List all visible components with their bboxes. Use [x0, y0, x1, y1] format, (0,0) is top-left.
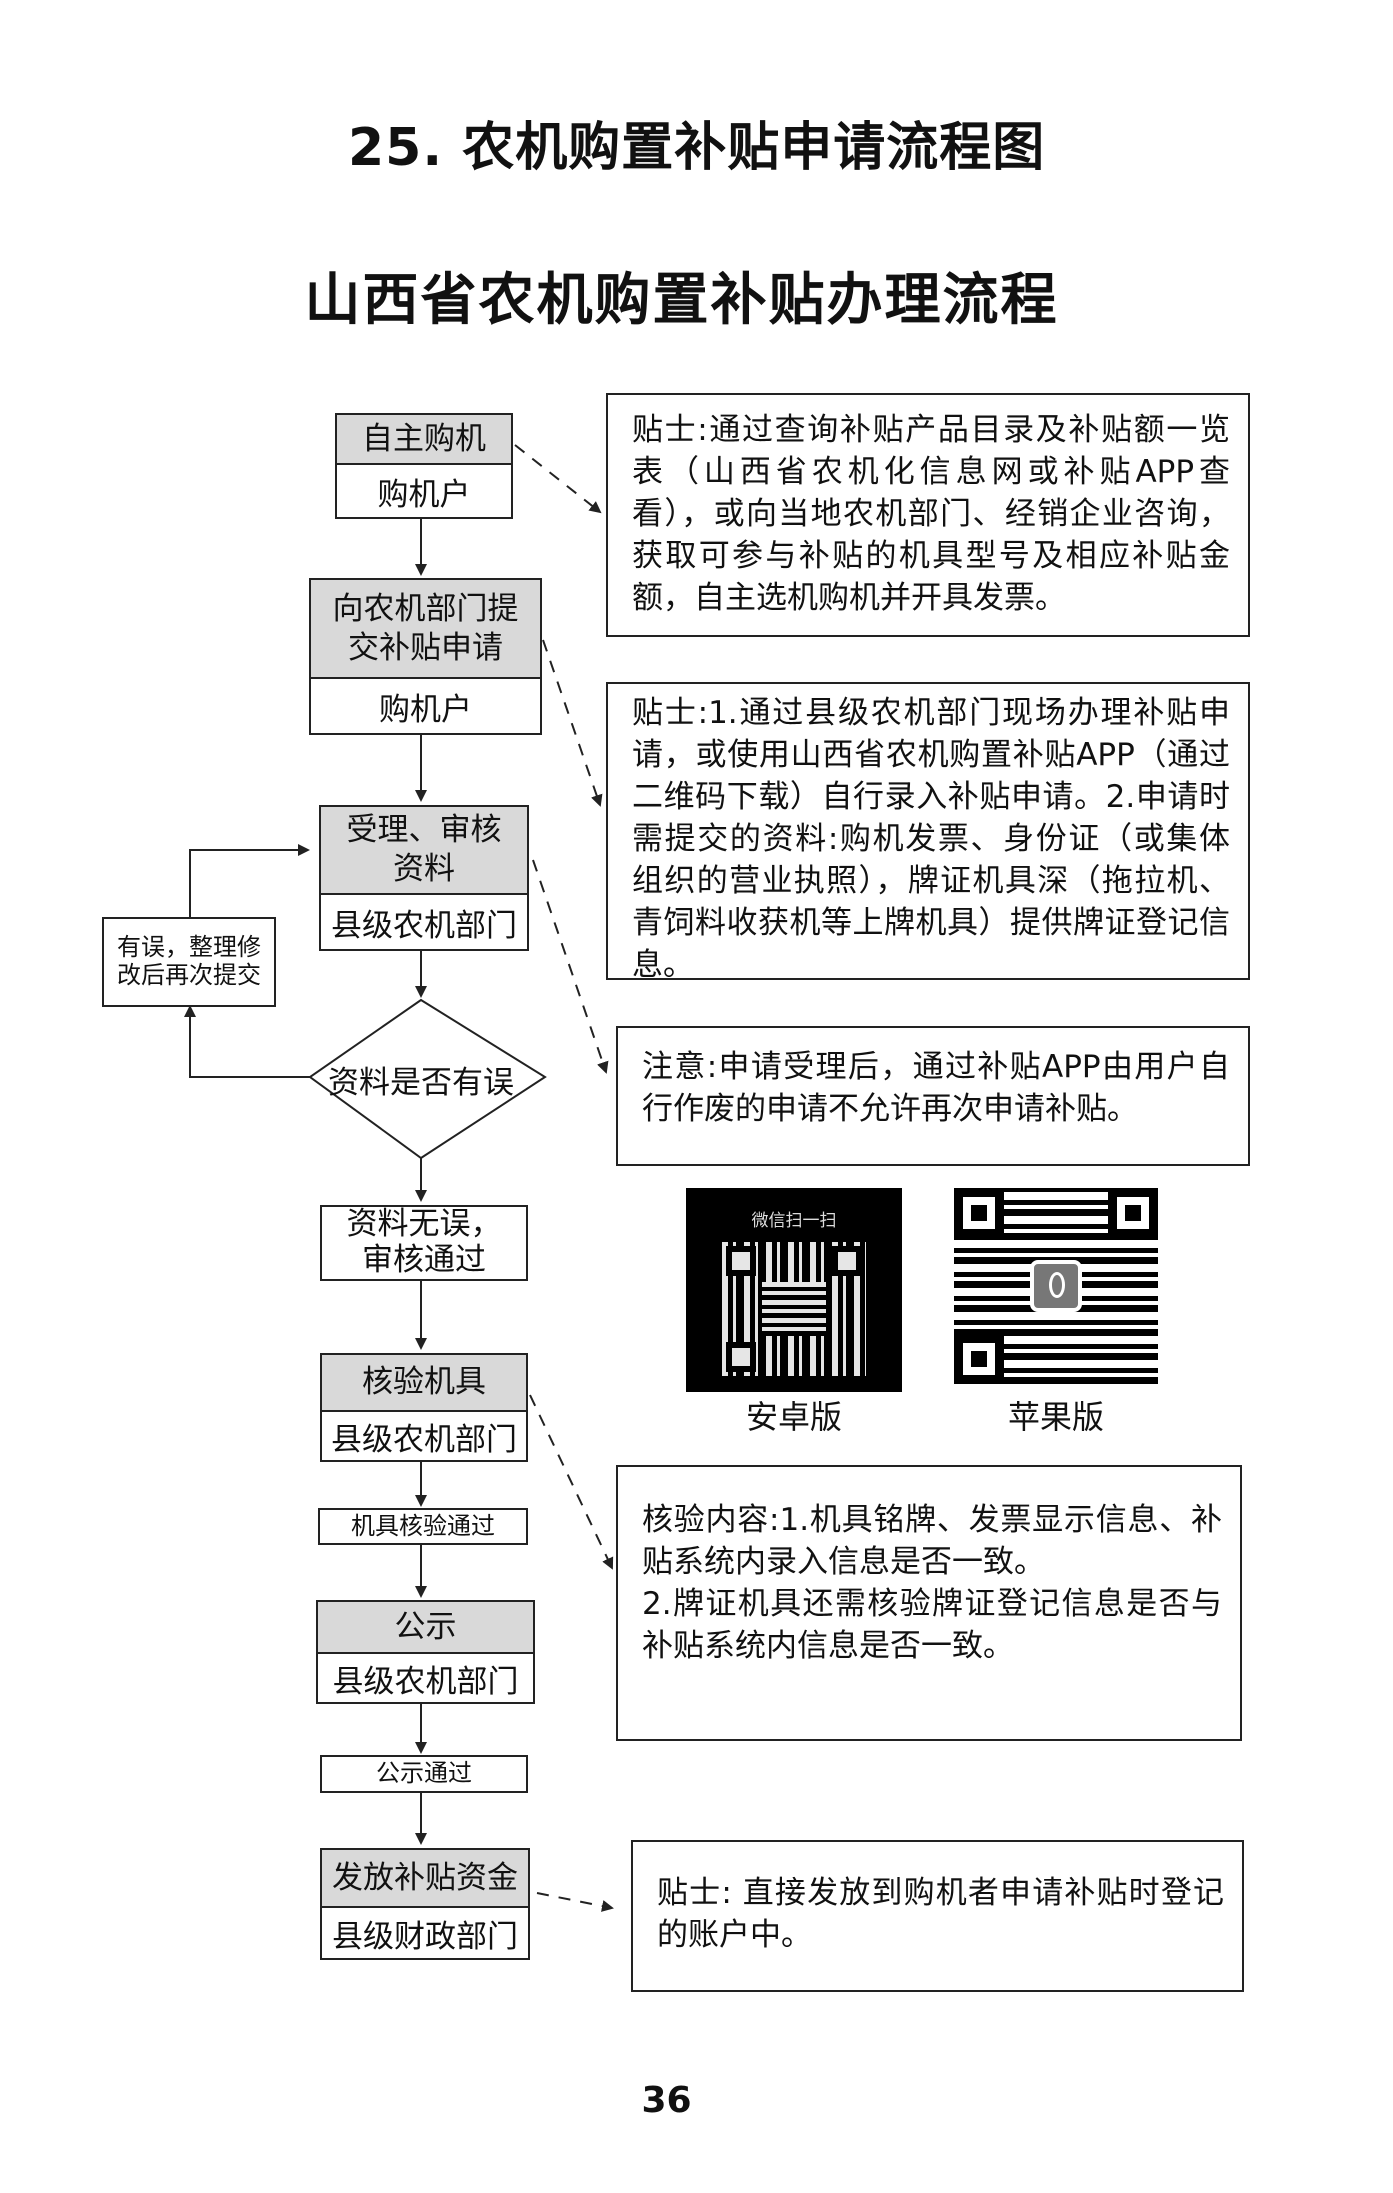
step-review-documents-label: 受理、审核资料 [321, 807, 527, 895]
step-verify-machine-label: 核验机具 [322, 1355, 526, 1412]
tip-note-5: 贴士: 直接发放到购机者申请补贴时登记的账户中。 [631, 1840, 1244, 1992]
step-public-notice: 公示 县级农机部门 [316, 1600, 535, 1704]
step-verify-machine-actor: 县级农机部门 [331, 1421, 517, 1458]
arrow-loop-s3 [189, 844, 310, 920]
step-submit-application-actor: 购机户 [379, 691, 472, 728]
verify-note-4: 核验内容:1.机具铭牌、发票显示信息、补贴系统内录入信息是否一致。 2.牌证机具… [616, 1465, 1242, 1741]
app-logo-icon [1030, 1260, 1082, 1312]
decision-label: 资料是否有误 [328, 1065, 514, 1101]
step-review-documents: 受理、审核资料 县级农机部门 [319, 805, 529, 951]
android-qr-pattern [722, 1242, 866, 1376]
android-qr-code[interactable]: 微信扫一扫 [686, 1188, 902, 1392]
step-issue-subsidy-label: 发放补贴资金 [322, 1850, 528, 1908]
tip-note-2: 贴士:1.通过县级农机部门现场办理补贴申请，或使用山西省农机购置补贴APP（通过… [606, 682, 1250, 983]
qr-scan-caption: 微信扫一扫 [751, 1211, 837, 1231]
dash-s5-note4 [529, 1394, 614, 1570]
notice-passed-label: 公示通过 [320, 1755, 528, 1793]
step-self-purchase: 自主购机 购机户 [335, 413, 513, 519]
page-title: 25. 农机购置补贴申请流程图 [348, 118, 1046, 178]
step-review-passed: 资料无误，审核通过 [320, 1205, 528, 1281]
step-submit-application-label: 向农机部门提交补贴申请 [311, 580, 540, 679]
page-number: 36 [641, 2080, 692, 2121]
ios-label: 苹果版 [1007, 1398, 1104, 1436]
decision-diamond [308, 998, 547, 1160]
step-submit-application: 向农机部门提交补贴申请 购机户 [309, 578, 542, 735]
dash-s1-note1 [514, 444, 602, 514]
step-verify-machine: 核验机具 县级农机部门 [320, 1353, 528, 1462]
android-label: 安卓版 [745, 1398, 842, 1436]
verify-note-line-1: 核验内容:1.机具铭牌、发票显示信息、补贴系统内录入信息是否一致。 [642, 1502, 1222, 1580]
step-public-notice-label: 公示 [318, 1602, 533, 1654]
dash-s3-note3 [532, 859, 609, 1074]
verify-note-line-2: 2.牌证机具还需核验牌证登记信息是否与补贴系统内信息是否一致。 [642, 1586, 1222, 1664]
step-self-purchase-actor: 购机户 [377, 476, 471, 513]
machine-verified-label: 机具核验通过 [318, 1508, 528, 1545]
step-self-purchase-label: 自主购机 [337, 415, 511, 465]
resubmit-box: 有误，整理修改后再次提交 [102, 917, 276, 1007]
notice-note-3: 注意:申请受理后，通过补贴APP由用户自行作废的申请不允许再次申请补贴。 [616, 1026, 1250, 1166]
dash-s2-note2 [542, 639, 603, 807]
arrow-decision-loop [184, 1005, 310, 1078]
ios-qr-code[interactable] [954, 1188, 1158, 1384]
dash-s7-note5 [536, 1892, 614, 1912]
flow-title: 山西省农机购置补贴办理流程 [304, 268, 1059, 333]
tip-note-1: 贴士:通过查询补贴产品目录及补贴额一览表（山西省农机化信息网或补贴APP查看），… [606, 393, 1250, 637]
step-issue-subsidy: 发放补贴资金 县级财政部门 [320, 1848, 530, 1960]
step-public-notice-actor: 县级农机部门 [332, 1663, 519, 1700]
step-issue-subsidy-actor: 县级财政部门 [332, 1918, 518, 1955]
step-review-documents-actor: 县级农机部门 [331, 907, 517, 944]
